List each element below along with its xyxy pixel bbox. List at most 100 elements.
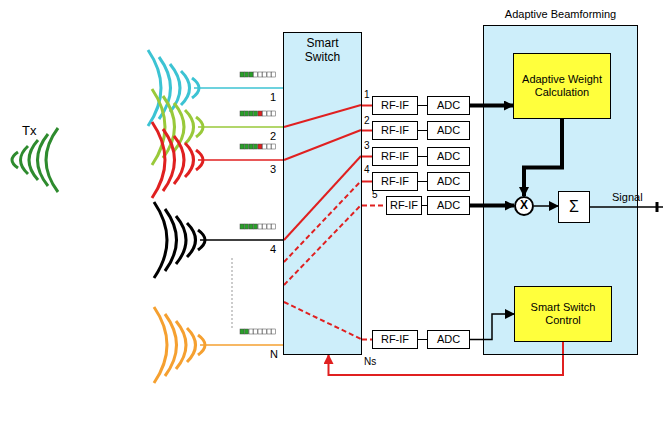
antenna-line [198, 126, 283, 128]
wave-arc [148, 50, 161, 126]
adc-box: ADC [427, 172, 470, 191]
connector [362, 339, 372, 341]
wave-arc [187, 328, 196, 362]
node-text: ADC [437, 333, 460, 346]
node-text: ADC [437, 175, 460, 188]
port-number: 1 [364, 90, 370, 100]
antenna-illustration [12, 50, 283, 383]
node-text: RF-IF [381, 124, 409, 137]
wave-arc [154, 307, 167, 383]
tx-wave [46, 128, 58, 192]
signal-bar [249, 111, 253, 116]
panel-fill [283, 32, 362, 355]
rf-if-box: RF-IF [372, 147, 418, 166]
antenna-line [200, 239, 283, 241]
port-number: 4 [364, 165, 370, 175]
node-text: Smart Switch [293, 37, 353, 65]
rf-if-box: RF-IF [386, 196, 422, 215]
tx-wave [21, 146, 29, 174]
panel-fill [483, 25, 638, 355]
wave-arc [154, 202, 167, 278]
signal-bar [258, 224, 262, 229]
signal-bar [245, 111, 249, 116]
signal-bar [245, 144, 249, 149]
connector [470, 314, 514, 340]
node-text: RF-IF [390, 199, 418, 212]
signal-bar [249, 72, 253, 77]
signal-label: Signal [612, 192, 643, 203]
wave-arc [185, 143, 194, 177]
antenna-number: 3 [270, 164, 276, 175]
antenna-line [200, 344, 283, 346]
connector [418, 339, 427, 340]
wave-arc [187, 223, 196, 257]
adc-box: ADC [427, 121, 470, 140]
signal-bar [272, 111, 276, 116]
adc-box: ADC [427, 147, 470, 166]
antenna-number: 2 [270, 131, 276, 142]
switch-paths [284, 105, 361, 339]
node-text: RF-IF [381, 175, 409, 188]
signal-bar [240, 144, 244, 149]
signal-bar [263, 329, 267, 334]
signal-bar [267, 111, 271, 116]
port-number: 5 [372, 190, 378, 200]
rf-if-box: RF-IF [372, 96, 418, 115]
node-text: RF-IF [381, 99, 409, 112]
rf-if-box: RF-IF [372, 330, 418, 349]
signal-bar [254, 72, 258, 77]
antenna-line [194, 87, 283, 89]
signal-bar [267, 224, 271, 229]
node-text: Adaptive Weight Calculation [517, 73, 607, 98]
function-box: Smart Switch Control [514, 286, 612, 342]
beamforming-panel: Adaptive BeamformingAdaptive Weight Calc… [483, 25, 638, 355]
tx-wave [12, 152, 18, 168]
port-number: 2 [364, 116, 370, 126]
connector [362, 205, 386, 207]
node-text: Adaptive Beamforming [484, 8, 637, 21]
connector [362, 181, 372, 183]
connector [362, 130, 372, 132]
signal-bar [263, 144, 267, 149]
node-text: X [520, 199, 528, 213]
signal-bar [240, 111, 244, 116]
signal-bar [263, 72, 267, 77]
antenna-number: 1 [270, 92, 276, 103]
signal-line [590, 206, 663, 208]
connector [418, 105, 427, 106]
node-text: ADC [437, 99, 460, 112]
port-number: Ns [364, 357, 376, 367]
signal-terminal [656, 202, 659, 212]
connector [362, 105, 372, 107]
signal-bar [254, 329, 258, 334]
antenna-number: N [270, 349, 278, 360]
signal-output [590, 202, 663, 212]
wave-arc [152, 122, 165, 198]
connector [418, 156, 427, 157]
signal-bar [245, 224, 249, 229]
signal-bar [240, 224, 244, 229]
signal-bar [263, 111, 267, 116]
node-text: ADC [437, 124, 460, 137]
signal-bar [258, 144, 262, 149]
switch-box: Smart Switch [283, 32, 362, 355]
signal-bar [272, 72, 276, 77]
wave-arc [185, 110, 194, 144]
wave-arc [181, 71, 190, 105]
connector [418, 181, 427, 182]
signal-bar [258, 111, 262, 116]
signal-bar [254, 144, 258, 149]
node-text: RF-IF [381, 150, 409, 163]
signal-bar [245, 329, 249, 334]
signal-bar [267, 72, 271, 77]
signal-bar [272, 329, 276, 334]
signal-bar [272, 144, 276, 149]
ellipsis-line [232, 258, 233, 330]
adc-box: ADC [427, 196, 470, 215]
signal-bar [272, 224, 276, 229]
connector [362, 156, 372, 158]
signal-bar [254, 111, 258, 116]
signal-bar [240, 72, 244, 77]
tx-label: Tx [22, 124, 36, 137]
function-box: Adaptive Weight Calculation [513, 53, 611, 119]
